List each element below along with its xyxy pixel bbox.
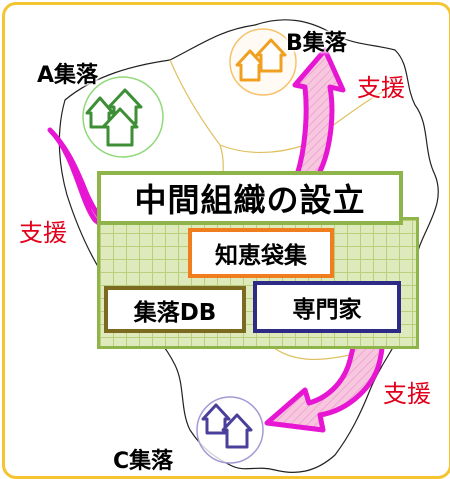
village-label-c: C集落 [113,449,174,474]
village-db-box: 集落DB [104,286,246,333]
house-icons-b [235,38,287,82]
village-label-b: B集落 [286,31,347,56]
house-icons-a [85,88,143,147]
support-label-c: 支援 [383,380,431,408]
experts-box: 専門家 [253,281,401,333]
knowledge-box: 知恵袋集 [188,228,334,278]
prefecture-boundary [169,59,396,154]
support-label-b: 支援 [357,74,405,102]
village-label-a: A集落 [37,63,99,88]
organization-title: 中間組織の設立 [97,171,403,225]
house-icons-c [201,403,253,449]
support-label-a: 支援 [19,219,67,247]
